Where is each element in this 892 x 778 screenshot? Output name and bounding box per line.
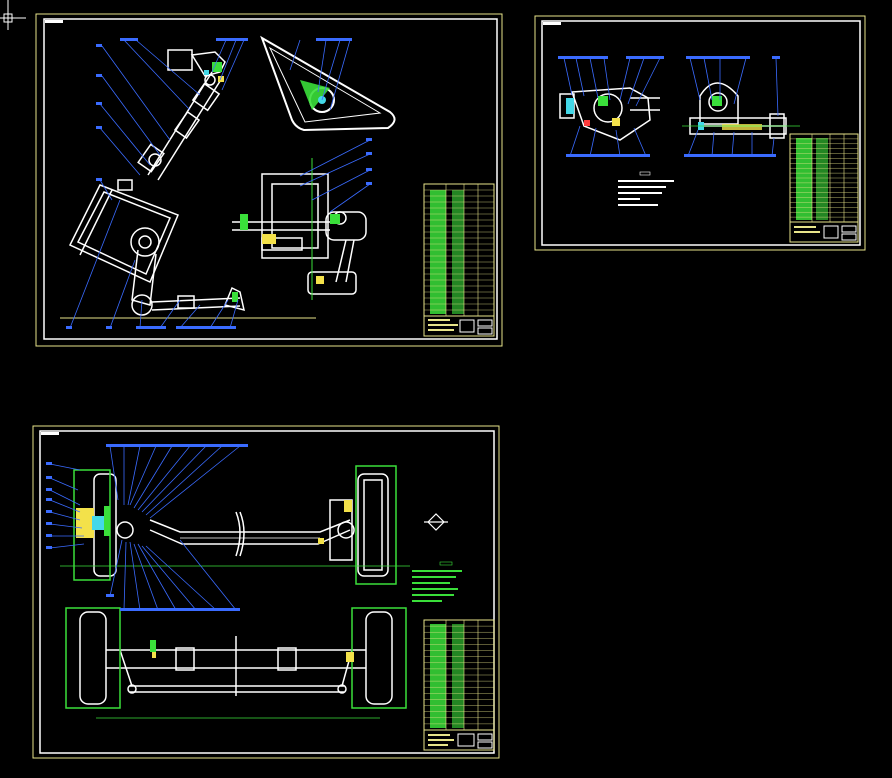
sheet-outer-frame <box>35 13 503 347</box>
gear-left-colored <box>566 96 620 126</box>
sheet-tab <box>543 22 561 25</box>
hub-colored-left <box>73 469 111 581</box>
sheet-inner-frame <box>541 20 861 246</box>
sheet-steering-gear[interactable] <box>534 15 866 251</box>
leader-lines <box>69 39 371 329</box>
parts-list-rows <box>424 625 494 725</box>
balloon-marks <box>46 444 248 611</box>
axle-front-view <box>93 473 389 577</box>
kingpin-detail <box>424 513 448 531</box>
parts-list-rows <box>790 138 858 218</box>
balloon-marks <box>66 38 372 329</box>
sheet-tab <box>41 432 59 435</box>
steering-column <box>137 49 226 181</box>
title-block <box>423 729 495 751</box>
plan-colored <box>65 607 407 709</box>
sheet-inner-frame <box>39 430 495 754</box>
balloon-marks <box>558 56 780 157</box>
leader-lines <box>563 57 779 157</box>
sheet-front-axle[interactable] <box>32 425 500 759</box>
drag-link-joint <box>232 292 238 302</box>
pitman-arm <box>131 249 245 316</box>
steering-gear-box <box>68 179 179 284</box>
technical-notes <box>618 171 674 206</box>
crosshair-icon <box>0 0 26 30</box>
sheet-inner-frame <box>43 18 498 340</box>
sheet-outer-frame <box>32 425 500 759</box>
title-block <box>423 315 495 337</box>
axle-plan-view <box>79 611 393 705</box>
steering-knuckle <box>232 173 367 295</box>
leader-lines <box>49 445 241 611</box>
column-colored-parts <box>204 62 224 82</box>
knuckle-colored <box>240 214 340 284</box>
title-block <box>789 221 859 243</box>
hub-colored-right <box>318 465 397 585</box>
parts-list-rows <box>424 189 494 311</box>
technical-notes <box>412 561 462 602</box>
sheet-tab <box>45 20 63 23</box>
sheet-outer-frame <box>534 15 866 251</box>
sheet-steering-assembly[interactable] <box>35 13 503 347</box>
